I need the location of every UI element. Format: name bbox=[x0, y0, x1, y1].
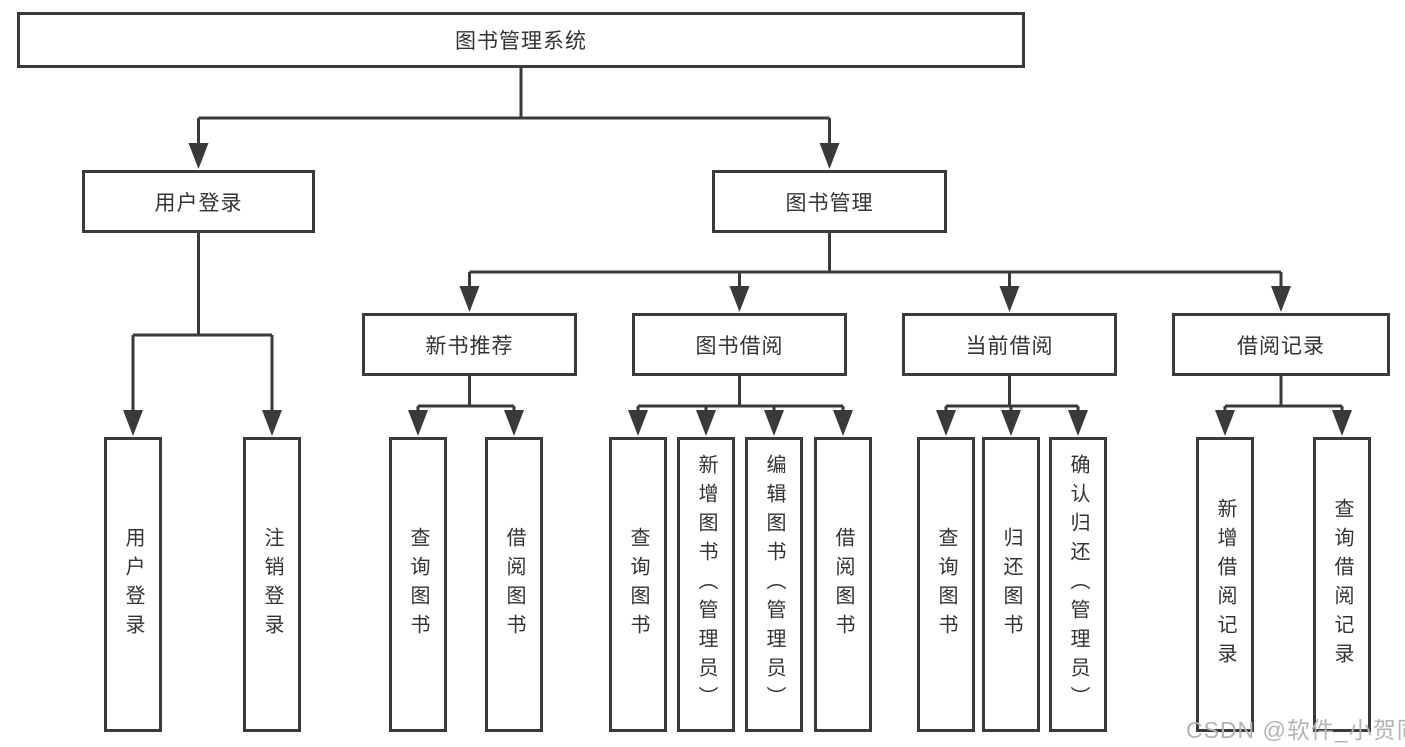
arrowhead bbox=[1068, 410, 1088, 436]
leaf-label: 编辑图书（管理员） bbox=[763, 454, 785, 715]
branch-new-book-recommend bbox=[416, 376, 516, 412]
branch-borrow-record bbox=[1223, 376, 1344, 412]
leaf-label: 查询借阅记录 bbox=[1331, 497, 1353, 672]
arrowhead bbox=[1271, 286, 1291, 312]
branch-book-borrow bbox=[636, 376, 845, 412]
leaf-return-books: 归还图书 bbox=[982, 437, 1040, 732]
arrowhead bbox=[833, 410, 853, 436]
leaf-label: 注销登录 bbox=[261, 526, 283, 643]
leaf-label: 查询图书 bbox=[627, 526, 649, 643]
leaf-query-books-borrow: 查询图书 bbox=[609, 437, 667, 732]
node-book-borrow: 图书借阅 bbox=[632, 313, 847, 376]
leaf-label: 借阅图书 bbox=[832, 526, 854, 643]
leaf-user-login: 用户登录 bbox=[104, 437, 162, 732]
node-user-login: 用户登录 bbox=[82, 170, 315, 233]
arrowhead bbox=[1001, 410, 1021, 436]
node-borrow-record: 借阅记录 bbox=[1172, 313, 1390, 376]
arrowhead bbox=[123, 410, 143, 436]
leaf-query-books-current: 查询图书 bbox=[917, 437, 975, 732]
node-root-library-system: 图书管理系统 bbox=[17, 12, 1025, 68]
leaf-borrow-books: 借阅图书 bbox=[814, 437, 872, 732]
leaf-add-books-admin: 新增图书（管理员） bbox=[677, 437, 735, 732]
leaf-edit-books-admin: 编辑图书（管理员） bbox=[745, 437, 803, 732]
arrowhead bbox=[188, 143, 209, 169]
node-new-book-recommend: 新书推荐 bbox=[362, 313, 577, 376]
arrowhead bbox=[729, 286, 750, 312]
arrowhead bbox=[764, 410, 784, 436]
leaf-label: 新增借阅记录 bbox=[1214, 497, 1236, 672]
arrowhead bbox=[262, 410, 282, 436]
arrowhead bbox=[696, 410, 716, 436]
leaf-query-borrow-record: 查询借阅记录 bbox=[1313, 437, 1371, 732]
leaf-borrow-books-recommend: 借阅图书 bbox=[485, 437, 543, 732]
leaf-label: 归还图书 bbox=[1000, 526, 1022, 643]
leaf-label: 确认归还（管理员） bbox=[1067, 454, 1089, 715]
arrowheads bbox=[123, 143, 1352, 436]
arrowhead bbox=[936, 410, 956, 436]
csdn-watermark: CSDN @软件_小贺同学 bbox=[1186, 717, 1405, 743]
branch-user-login bbox=[131, 233, 274, 412]
leaf-logout: 注销登录 bbox=[243, 437, 301, 732]
leaf-label: 查询图书 bbox=[935, 526, 957, 643]
branch-book-management bbox=[468, 233, 1283, 290]
leaf-label: 用户登录 bbox=[122, 526, 144, 643]
arrowhead bbox=[504, 410, 524, 436]
node-current-borrow: 当前借阅 bbox=[902, 313, 1117, 376]
leaf-label: 借阅图书 bbox=[503, 526, 525, 643]
arrowhead bbox=[408, 410, 428, 436]
arrowhead bbox=[1332, 410, 1352, 436]
node-book-management: 图书管理 bbox=[712, 170, 947, 233]
arrowhead bbox=[999, 286, 1020, 312]
arrowhead bbox=[819, 143, 840, 169]
branch-root-to-level2 bbox=[197, 67, 831, 146]
arrowhead bbox=[1215, 410, 1235, 436]
leaf-label: 查询图书 bbox=[407, 526, 429, 643]
connector-paths bbox=[131, 67, 1344, 412]
arrowhead bbox=[459, 286, 480, 312]
leaf-query-books-recommend: 查询图书 bbox=[389, 437, 447, 732]
leaf-confirm-return-admin: 确认归还（管理员） bbox=[1049, 437, 1107, 732]
branch-current-borrow bbox=[944, 376, 1080, 412]
arrowhead bbox=[628, 410, 648, 436]
leaf-label: 新增图书（管理员） bbox=[695, 454, 717, 715]
leaf-add-borrow-record: 新增借阅记录 bbox=[1196, 437, 1254, 732]
